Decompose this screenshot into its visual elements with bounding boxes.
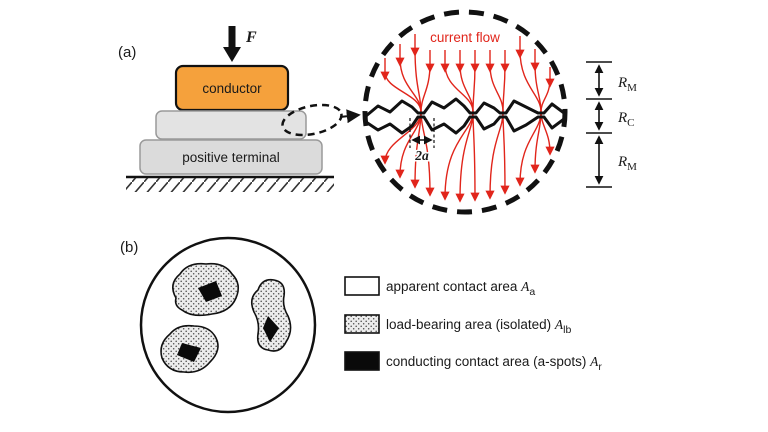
conductor-label: conductor — [202, 81, 262, 96]
panel-b-label: (b) — [120, 239, 138, 256]
legend-label-conducting: conducting contact area (a-spots) Ar — [386, 354, 602, 373]
legend-swatch-conducting — [344, 351, 380, 371]
resistance-dimension-lines — [586, 61, 612, 188]
ground-hatching — [126, 175, 334, 192]
force-label: F — [245, 29, 257, 46]
constriction-dimension: 2a — [409, 118, 435, 165]
legend: apparent contact area Aa load-bearing ar… — [344, 276, 602, 373]
contact-region-ellipse — [281, 103, 343, 137]
panel-a-label: (a) — [118, 44, 136, 61]
force-arrow-icon — [223, 26, 241, 62]
resistance-top-label: RM — [617, 75, 637, 94]
magnified-contact-circle — [362, 9, 568, 215]
resistance-mid-label: RC — [617, 110, 635, 129]
legend-swatch-apparent — [344, 276, 380, 296]
load-bearing-areas — [160, 262, 292, 374]
a-spot — [177, 343, 201, 362]
legend-label-load-bearing: load-bearing area (isolated) Alb — [386, 317, 571, 336]
spacer-block — [155, 110, 307, 140]
terminal-block — [139, 139, 323, 175]
legend-label-apparent: apparent contact area Aa — [386, 279, 535, 298]
terminal-label: positive terminal — [182, 150, 280, 165]
zoom-arrow — [339, 109, 361, 124]
current-flow-lines — [380, 34, 555, 203]
a-spot — [263, 316, 279, 342]
load-bearing-blob — [250, 278, 292, 352]
legend-swatch-load-bearing — [344, 314, 380, 334]
contact-interface — [365, 97, 565, 135]
constriction-label: 2a — [414, 148, 429, 163]
resistance-bottom-label: RM — [617, 154, 637, 173]
current-flow-label: current flow — [430, 30, 500, 45]
a-spot — [198, 281, 222, 302]
conductor-block — [174, 64, 290, 112]
